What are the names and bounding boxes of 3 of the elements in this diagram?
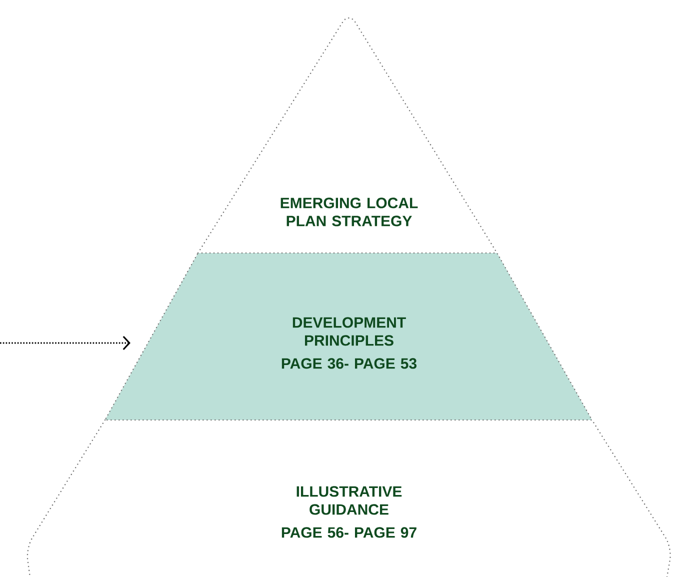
pyramid-bottom-band: ILLUSTRATIVE GUIDANCE PAGE 56- PAGE 97 — [26, 419, 671, 577]
arrow — [0, 336, 130, 350]
pyramid-top-band: EMERGING LOCAL PLAN STRATEGY — [197, 17, 498, 254]
